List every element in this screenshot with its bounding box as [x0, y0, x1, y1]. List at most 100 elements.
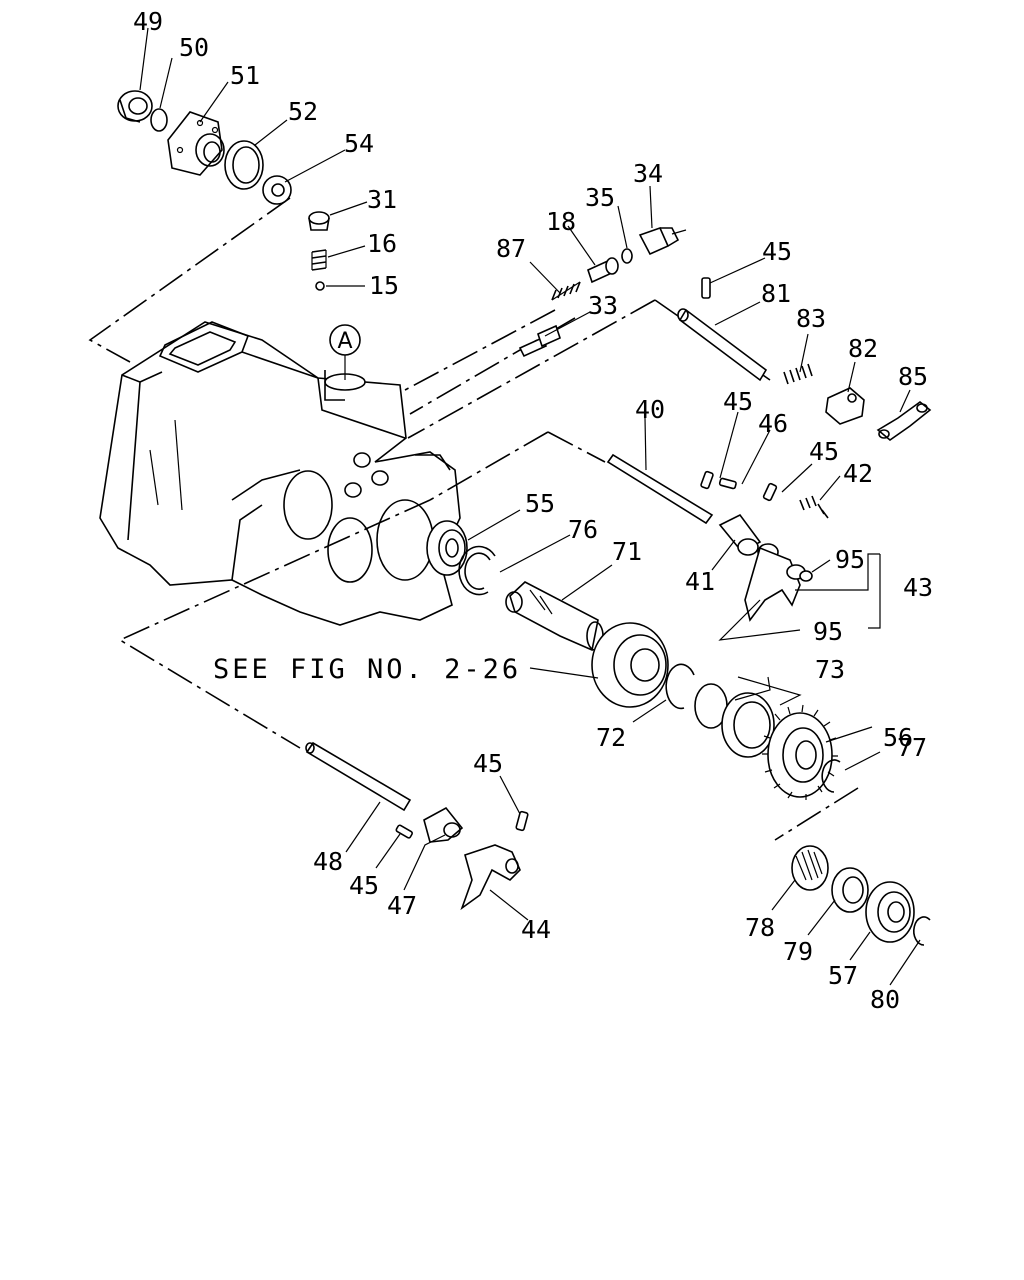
label-45-right: 45 — [809, 437, 839, 466]
part-45-pin-left — [395, 824, 413, 839]
shift-lever-group — [677, 277, 932, 442]
label-57: 57 — [828, 961, 858, 990]
label-51: 51 — [230, 61, 260, 90]
part-49-nut — [117, 90, 153, 123]
part-40-rail — [606, 453, 714, 525]
part-77-snap-ring — [821, 759, 841, 793]
label-79: 79 — [783, 937, 813, 966]
part-48-rail — [305, 741, 412, 812]
label-35: 35 — [585, 183, 615, 212]
reference-note: SEE FIG NO. 2-26 — [213, 654, 521, 685]
assembly-guide-lines — [88, 197, 859, 841]
counter-bearing-group — [791, 845, 931, 946]
part-33-plunger — [518, 324, 561, 358]
part-85-link — [876, 400, 932, 442]
part-82-lever — [825, 387, 865, 425]
label-77: 77 — [897, 733, 927, 762]
view-marker: A — [329, 324, 361, 356]
label-41: 41 — [685, 567, 715, 596]
label-45-lower: 45 — [473, 749, 503, 778]
leader-lines — [139, 27, 921, 986]
label-73: 73 — [815, 655, 845, 684]
part-52-oil-seal — [224, 140, 264, 190]
part-81-shaft — [677, 308, 768, 382]
part-57-bearing — [865, 881, 915, 943]
lower-rail-group — [305, 741, 529, 911]
part-18-bolt — [587, 257, 619, 284]
label-33: 33 — [588, 291, 618, 320]
label-48: 48 — [313, 847, 343, 876]
label-56: 56 — [883, 723, 913, 752]
part-43-fork — [744, 546, 813, 622]
part-46-pin — [718, 477, 737, 490]
part-45-pin-mid — [700, 470, 714, 490]
part-15-ball — [315, 281, 325, 291]
part-55-bearing — [426, 520, 468, 576]
part-79-collar — [831, 867, 869, 913]
part-45-pin-top — [701, 277, 711, 299]
label-46: 46 — [758, 409, 788, 438]
part-83-spring — [783, 363, 813, 385]
main-shaft-group — [426, 520, 841, 800]
label-78: 78 — [745, 913, 775, 942]
label-80: 80 — [870, 985, 900, 1014]
label-50: 50 — [179, 33, 209, 62]
part-56-gear — [762, 704, 838, 800]
part-35-washer — [621, 248, 633, 264]
shift-detent-parts — [518, 227, 687, 358]
label-83: 83 — [796, 304, 826, 333]
part-16-spring — [311, 249, 327, 271]
part-76-snap-ring — [458, 545, 496, 596]
part-45-pin-right — [762, 482, 778, 502]
label-71: 71 — [612, 537, 642, 566]
part-72-snap-ring — [665, 663, 695, 710]
label-42: 42 — [843, 459, 873, 488]
label-81: 81 — [761, 279, 791, 308]
label-16: 16 — [367, 229, 397, 258]
part-42-spring — [799, 495, 829, 519]
label-34: 34 — [633, 159, 663, 188]
label-76: 76 — [568, 515, 598, 544]
part-31-plug — [308, 211, 330, 231]
part-73-washer — [694, 683, 775, 758]
label-43: 43 — [903, 573, 933, 602]
part-51-flange — [167, 111, 225, 176]
flange-group — [117, 90, 292, 205]
label-47: 47 — [387, 891, 417, 920]
label-85: 85 — [898, 362, 928, 391]
label-95-bottom: 95 — [813, 617, 843, 646]
view-marker-label: A — [337, 329, 352, 354]
part-71-shaft — [505, 581, 604, 652]
label-45-top: 45 — [762, 237, 792, 266]
label-31: 31 — [367, 185, 397, 214]
detent-stack — [308, 211, 330, 291]
part-47-shift-block — [423, 806, 464, 843]
part-78-needle-bearing — [791, 845, 829, 891]
label-72: 72 — [596, 723, 626, 752]
label-45-mid: 45 — [723, 387, 753, 416]
gear-assembly-ref — [591, 622, 669, 708]
label-87: 87 — [496, 234, 526, 263]
part-45-pin-lower — [515, 810, 529, 832]
transmission-case — [99, 321, 461, 626]
part-44-fork — [460, 844, 521, 911]
label-18: 18 — [546, 207, 576, 236]
label-45-left: 45 — [349, 871, 379, 900]
part-80-snap-ring — [913, 916, 931, 946]
label-15: 15 — [369, 271, 399, 300]
part-54-washer — [262, 175, 292, 205]
label-49: 49 — [133, 7, 163, 36]
label-44: 44 — [521, 915, 551, 944]
label-40: 40 — [635, 395, 665, 424]
part-34-switch — [638, 227, 687, 256]
part-number-labels: 49 50 51 52 54 31 16 15 34 35 18 87 33 4… — [133, 7, 933, 1014]
label-95-top: 95 — [835, 545, 865, 574]
label-54: 54 — [344, 129, 374, 158]
label-52: 52 — [288, 97, 318, 126]
part-50-o-ring — [150, 108, 168, 132]
label-82: 82 — [848, 334, 878, 363]
part-87-spring — [551, 281, 581, 301]
label-55: 55 — [525, 489, 555, 518]
